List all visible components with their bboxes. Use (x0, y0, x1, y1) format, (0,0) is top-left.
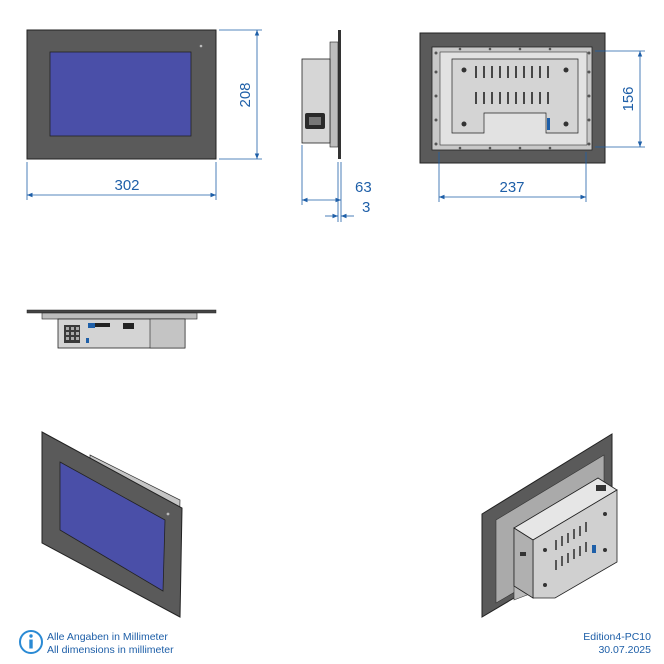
front-view (26, 29, 217, 160)
front-width-label: 302 (114, 177, 139, 194)
front-dimension-lines (26, 29, 262, 200)
side-bezel-label: 3 (362, 199, 370, 216)
rear-width-label: 237 (499, 179, 524, 196)
screen (49, 51, 192, 137)
side-view (301, 30, 341, 159)
info-icon (19, 630, 43, 654)
units-note-en: All dimensions in millimeter (47, 644, 174, 656)
isometric-rear-view (481, 433, 618, 618)
units-note-de: Alle Angaben in Millimeter (47, 631, 168, 643)
top-view (26, 309, 217, 349)
iso-screen (59, 461, 166, 592)
edition-label: Edition4-PC10 (583, 631, 651, 643)
front-height-label: 208 (237, 82, 254, 107)
side-dimension-lines (301, 145, 354, 222)
rear-dimension-lines (438, 50, 645, 202)
side-depth-label: 63 (355, 179, 372, 196)
isometric-front-view (41, 431, 183, 618)
rear-height-label: 156 (620, 86, 637, 111)
date-label: 30.07.2025 (598, 644, 651, 656)
rear-view (419, 32, 606, 164)
